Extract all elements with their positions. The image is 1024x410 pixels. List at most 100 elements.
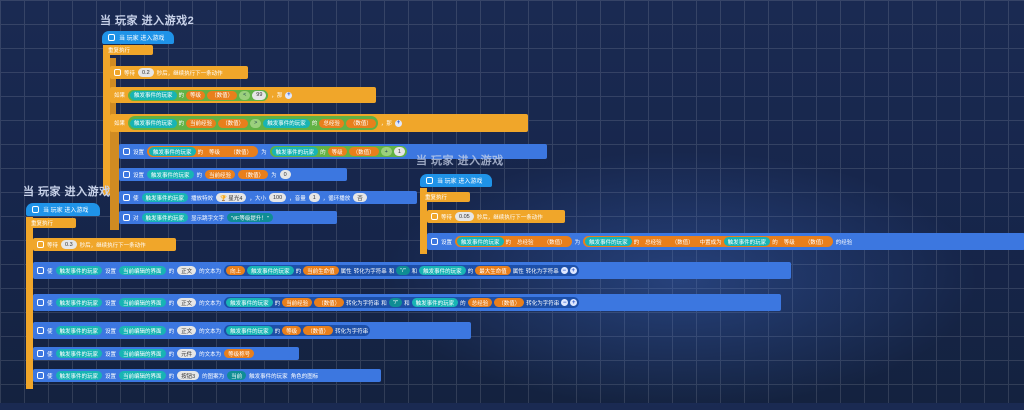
total-exp-pill[interactable]: 总经验 <box>513 237 538 246</box>
repeat-label[interactable]: 重复执行 <box>26 218 76 228</box>
concat-expr-1[interactable]: 向上 触发事件的玩家 的 当前生命值 属性 转化为字符串 和 "/" 和 触发事… <box>224 265 579 276</box>
num-pill[interactable]: （数值） <box>539 237 570 246</box>
wait-value[interactable]: 0.3 <box>61 240 77 249</box>
num-pill[interactable]: （数值） <box>800 237 831 246</box>
trigger-player-pill[interactable]: 触发事件的玩家 <box>55 349 103 358</box>
plus-op[interactable]: + <box>380 147 392 156</box>
level-pill[interactable]: 等级 <box>282 326 302 335</box>
trigger-player-pill[interactable]: 触发事件的玩家 <box>55 371 103 380</box>
volume-value[interactable]: 1 <box>308 193 320 202</box>
level-title-pill[interactable]: 等级称号 <box>224 349 255 358</box>
text-ctrl-select[interactable]: 正文 <box>177 326 197 335</box>
trigger-player-pill[interactable]: 触发事件的玩家 <box>419 266 466 275</box>
level-pill[interactable]: 等级 <box>327 147 347 156</box>
play-effect-block[interactable]: 使 触发事件的玩家 播放特效 🏆 星光4 ，大小 100 ，音量 1 ，循环播放… <box>119 191 417 204</box>
script2-hat-block[interactable]: 当 玩家 进入游戏 <box>26 203 100 216</box>
repeat-label[interactable]: 重复执行 <box>103 45 153 55</box>
cur-exp-pill[interactable]: 当前经验 <box>282 298 313 307</box>
max-hp-pill[interactable]: 最大生命值 <box>475 266 511 275</box>
up-select[interactable]: 向上 <box>226 266 246 275</box>
level-pill[interactable]: 等级 <box>779 237 799 246</box>
trigger-player-pill[interactable]: 触发事件的玩家 <box>457 237 504 246</box>
effect-select[interactable]: 🏆 星光4 <box>216 193 247 202</box>
concat-expr-2[interactable]: 触发事件的玩家 的 当前经验 （数值） 转化为字符串 和 "/" 和 触发事件的… <box>224 297 580 308</box>
script1-hat-block[interactable]: 当 玩家 进入游戏 <box>102 31 174 44</box>
set-level-text-block[interactable]: 使 触发事件的玩家 设置 当前编辑的界面 的 正文 的文本为 触发事件的玩家 的… <box>33 322 471 339</box>
table-lookup[interactable]: 触发事件的玩家 的 总经验 （数值） 中置成为 触发事件的玩家 的 等级 （数值… <box>583 236 833 247</box>
text-ctrl-select[interactable]: 正文 <box>177 266 197 275</box>
minus-icon[interactable]: − <box>561 299 569 306</box>
set-title-text-block[interactable]: 使 触发事件的玩家 设置 当前编辑的界面 的 元件 的文本为 等级称号 <box>33 347 299 360</box>
size-value[interactable]: 100 <box>269 193 287 202</box>
value-0[interactable]: 0 <box>279 170 291 179</box>
wait-block-1[interactable]: 等待 0.2 秒后，继续执行下一条动作 <box>110 66 248 79</box>
cur-ui-pill[interactable]: 当前编辑的界面 <box>119 326 166 335</box>
trigger-player-pill[interactable]: 触发事件的玩家 <box>141 213 189 222</box>
compare-ge[interactable]: 触发事件的玩家 的 当前经验 （数值） > 触发事件的玩家 的 总经验 （数值） <box>128 116 378 130</box>
wait-value[interactable]: 0.05 <box>455 212 474 221</box>
set-exp-block[interactable]: 设置 触发事件的玩家 的 当前经验 （数值） 为 0 <box>119 168 347 181</box>
trigger-player-pill[interactable]: 触发事件的玩家 <box>247 266 294 275</box>
minus-icon[interactable]: − <box>560 267 568 274</box>
level-ref[interactable]: 触发事件的玩家 的 等级 （数值） <box>147 146 259 157</box>
trigger-player-pill[interactable]: 触发事件的玩家 <box>55 266 103 275</box>
add-icon[interactable]: + <box>394 119 402 127</box>
num-pill[interactable]: （数值） <box>238 170 269 179</box>
trigger-player-pill[interactable]: 触发事件的玩家 <box>149 147 196 156</box>
script3-hat-block[interactable]: 当 玩家 进入游戏 <box>420 174 492 187</box>
trigger-player-pill[interactable]: 触发事件的玩家 <box>226 298 273 307</box>
slash-text[interactable]: "/" <box>396 266 410 275</box>
trigger-player-pill[interactable]: 触发事件的玩家 <box>585 237 632 246</box>
cur-exp-pill[interactable]: 当前经验 <box>186 118 217 128</box>
level-pill[interactable]: 等级 <box>205 147 225 156</box>
trigger-player-pill[interactable]: 触发事件的玩家 <box>130 90 177 100</box>
cur-ui-pill[interactable]: 当前编辑的界面 <box>119 266 166 275</box>
level-pill[interactable]: 等级 <box>186 90 206 100</box>
cur-ui-pill[interactable]: 当前编辑的界面 <box>119 349 166 358</box>
value-1[interactable]: 1 <box>393 147 405 156</box>
wait-block-2[interactable]: 等待 0.3 秒后，继续执行下一条动作 <box>33 238 176 251</box>
cur-exp-pill[interactable]: 当前经验 <box>205 170 236 179</box>
show-text-block[interactable]: 对 触发事件的玩家 显示跳字文字 "#F等级提升！" <box>119 211 337 224</box>
if-block-2[interactable]: 如果 触发事件的玩家 的 当前经验 （数值） > 触发事件的玩家 的 总经验 （… <box>110 114 528 132</box>
loop-select[interactable]: 否 <box>353 193 367 202</box>
add-icon[interactable]: + <box>570 299 578 306</box>
cur-ui-pill[interactable]: 当前编辑的界面 <box>119 371 166 380</box>
set-hp-text-block[interactable]: 使 触发事件的玩家 设置 当前编辑的界面 的 正文 的文本为 向上 触发事件的玩… <box>33 262 791 279</box>
level-str-expr[interactable]: 触发事件的玩家 的 等级 （数值） 转化为字符串 <box>224 325 371 336</box>
elem-select[interactable]: 元件 <box>177 349 197 358</box>
lt-op[interactable]: < <box>239 90 251 100</box>
ge-op[interactable]: > <box>250 118 262 128</box>
trigger-player-pill[interactable]: 触发事件的玩家 <box>130 118 177 128</box>
if-block-1[interactable]: 如果 触发事件的玩家 的 等级 （数值） < 99 ，那 + <box>110 87 376 103</box>
trigger-player-pill[interactable]: 触发事件的玩家 <box>723 237 771 246</box>
add-icon[interactable]: + <box>285 91 293 99</box>
levelup-text[interactable]: "#F等级提升！" <box>227 213 273 222</box>
text-ctrl-select[interactable]: 正文 <box>177 298 197 307</box>
cur-hp-pill[interactable]: 当前生命值 <box>303 266 339 275</box>
wait-block-3[interactable]: 等待 0.05 秒后，继续执行下一条动作 <box>427 210 565 223</box>
num-pill[interactable]: （数值） <box>345 118 376 128</box>
set-exp-text-block[interactable]: 使 触发事件的玩家 设置 当前编辑的界面 的 正文 的文本为 触发事件的玩家 的… <box>33 294 781 311</box>
num-pill[interactable]: （数值） <box>494 298 525 307</box>
trigger-player-pill[interactable]: 触发事件的玩家 <box>141 193 189 202</box>
num-pill[interactable]: （数值） <box>218 118 249 128</box>
cur-pill[interactable]: 当前 <box>227 371 247 380</box>
value-99[interactable]: 99 <box>252 90 267 100</box>
trigger-player-pill[interactable]: 触发事件的玩家 <box>55 326 103 335</box>
trigger-player-pill[interactable]: 触发事件的玩家 <box>147 170 194 179</box>
num-pill[interactable]: （数值） <box>667 237 698 246</box>
num-pill[interactable]: （数值） <box>226 147 257 156</box>
num-pill[interactable]: （数值） <box>207 90 238 100</box>
set-level-block[interactable]: 设置 触发事件的玩家 的 等级 （数值） 为 触发事件的玩家 的 等级 （数值）… <box>119 144 547 159</box>
cur-ui-pill[interactable]: 当前编辑的界面 <box>119 298 166 307</box>
compare-lt[interactable]: 触发事件的玩家 的 等级 （数值） < 99 <box>128 89 269 101</box>
repeat-label[interactable]: 重复执行 <box>420 192 470 202</box>
add-icon[interactable]: + <box>569 267 577 274</box>
wait-value[interactable]: 0.2 <box>138 68 154 77</box>
num-pill[interactable]: （数值） <box>303 326 334 335</box>
total-exp-pill[interactable]: 总经验 <box>641 237 666 246</box>
trigger-player-pill[interactable]: 触发事件的玩家 <box>411 298 459 307</box>
exp-ref[interactable]: 触发事件的玩家 的 总经验 （数值） <box>455 236 572 247</box>
button3-select[interactable]: 按钮3 <box>177 371 200 380</box>
